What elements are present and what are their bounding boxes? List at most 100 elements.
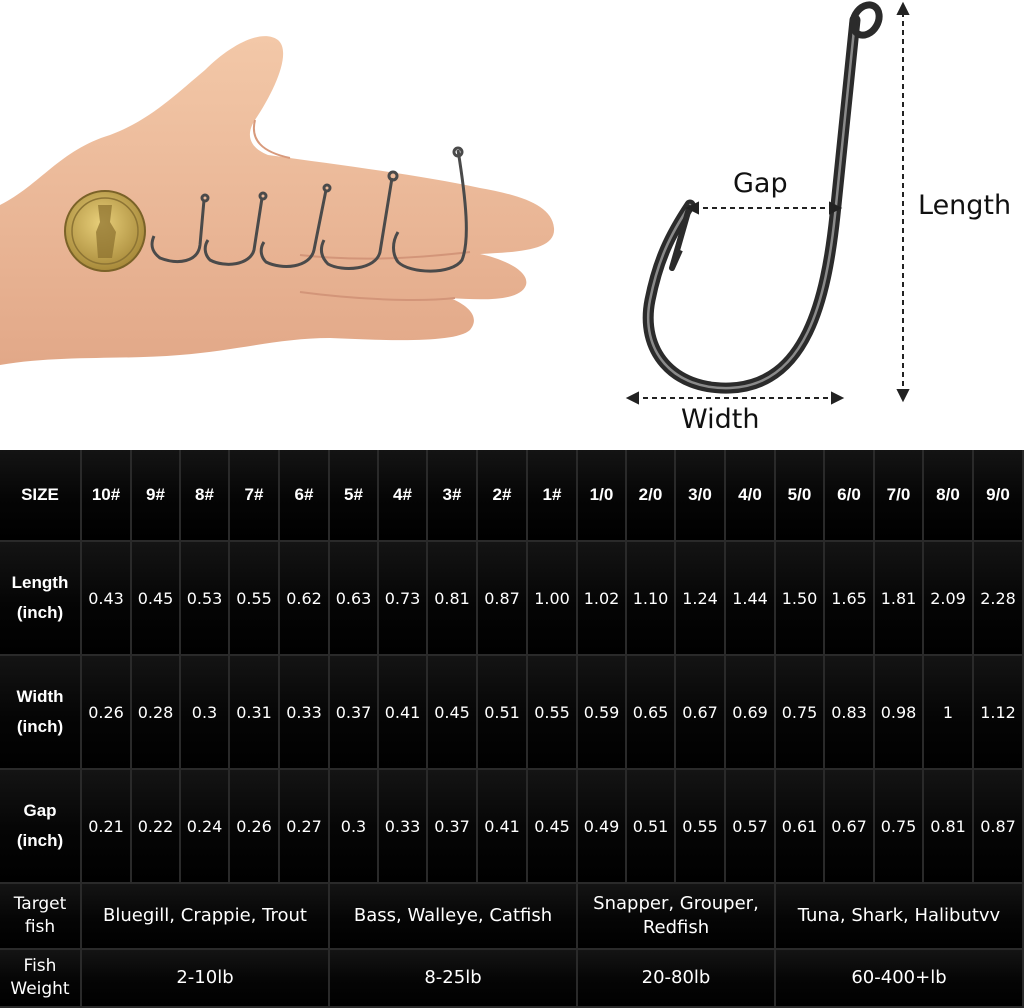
target-fish-cell: Tuna, Shark, Halibutvv bbox=[776, 884, 1024, 950]
fish-weight-text: 2-10lb bbox=[176, 967, 234, 988]
target-fish-text: Tuna, Shark, Halibutvv bbox=[798, 904, 1000, 928]
size-column-header: 2/0 bbox=[627, 450, 676, 542]
table-cell: 1 bbox=[924, 656, 974, 770]
row-header-text-line2: (inch) bbox=[16, 717, 64, 736]
table-cell-value: 0.75 bbox=[781, 702, 818, 722]
table-cell: 0.45 bbox=[132, 542, 181, 656]
table-cell: 0.67 bbox=[676, 656, 726, 770]
table-cell-value: 0.51 bbox=[632, 816, 669, 836]
table-cell-value: 0.45 bbox=[137, 588, 174, 608]
table-cell: 0.55 bbox=[676, 770, 726, 884]
target-fish-header-text: Target fish bbox=[14, 893, 67, 939]
target-fish-header-text-line1: Target bbox=[13, 894, 67, 914]
table-cell: 0.41 bbox=[379, 656, 428, 770]
dimension-lines bbox=[625, 1, 910, 405]
table-cell-value: 0.81 bbox=[434, 588, 470, 608]
table-cell-value: 2.28 bbox=[980, 588, 1016, 608]
target-fish-text-line1: Snapper, Grouper, bbox=[593, 893, 759, 914]
table-cell-value: 0.62 bbox=[286, 588, 322, 608]
row-header-cell: Length (inch) bbox=[0, 542, 82, 656]
width-label: Width bbox=[681, 404, 760, 435]
size-column-label: 2/0 bbox=[638, 485, 663, 504]
size-column-header: 5# bbox=[330, 450, 379, 542]
table-cell-value: 1.65 bbox=[831, 588, 867, 608]
table-cell: 0.81 bbox=[924, 770, 974, 884]
table-cell-value: 0.73 bbox=[384, 588, 421, 608]
hand-and-hook-illustration bbox=[0, 1, 910, 405]
target-fish-text-line2: Redfish bbox=[642, 917, 710, 938]
size-column-header: 4# bbox=[379, 450, 428, 542]
size-column-label: 6/0 bbox=[837, 485, 861, 504]
target-fish-header-text-line2: fish bbox=[24, 917, 56, 937]
fish-weight-text: 20-80lb bbox=[641, 967, 711, 988]
table-cell: 2.28 bbox=[974, 542, 1024, 656]
table-cell-value: 0.69 bbox=[732, 702, 768, 722]
size-header-text: SIZE bbox=[21, 485, 59, 504]
table-cell: 0.55 bbox=[230, 542, 280, 656]
size-column-header: 7# bbox=[230, 450, 280, 542]
table-cell: 0.61 bbox=[776, 770, 825, 884]
size-column-label: 1# bbox=[542, 485, 562, 504]
table-cell: 0.67 bbox=[825, 770, 875, 884]
table-cell: 0.45 bbox=[528, 770, 578, 884]
size-column-label: 1/0 bbox=[589, 485, 614, 504]
table-cell-value: 0.37 bbox=[434, 816, 470, 836]
table-cell: 0.49 bbox=[578, 770, 627, 884]
length-label: Length bbox=[918, 190, 1012, 221]
row-header-text-line2: (inch) bbox=[16, 603, 64, 622]
table-cell-value: 0.49 bbox=[583, 816, 620, 836]
table-cell-value: 0.65 bbox=[632, 702, 669, 722]
table-cell: 0.65 bbox=[627, 656, 676, 770]
table-cell: 0.87 bbox=[478, 542, 528, 656]
table-cell: 0.59 bbox=[578, 656, 627, 770]
target-fish-cell: Snapper, Grouper, Redfish bbox=[578, 884, 776, 950]
table-cell-value: 1.12 bbox=[980, 702, 1016, 722]
target-fish-cell: Bluegill, Crappie, Trout bbox=[82, 884, 330, 950]
table-cell-value: 0.22 bbox=[137, 816, 174, 836]
size-column-label: 4/0 bbox=[738, 485, 762, 504]
table-cell: 0.26 bbox=[230, 770, 280, 884]
fish-weight-cell: 60-400+lb bbox=[776, 950, 1024, 1008]
table-cell: 1.00 bbox=[528, 542, 578, 656]
table-cell-value: 0.31 bbox=[236, 702, 272, 722]
row-header-text-line1: Length bbox=[11, 573, 69, 592]
table-cell-value: 0.33 bbox=[384, 816, 421, 836]
table-cell-value: 0.24 bbox=[186, 816, 223, 836]
size-column-header: 9/0 bbox=[974, 450, 1024, 542]
size-column-header: 7/0 bbox=[875, 450, 924, 542]
table-cell-value: 0.37 bbox=[335, 702, 372, 722]
table-cell-value: 2.09 bbox=[930, 588, 966, 608]
table-cell-value: 1.44 bbox=[732, 588, 768, 608]
fish-weight-text: 8-25lb bbox=[424, 967, 482, 988]
table-cell-value: 0.43 bbox=[88, 588, 124, 608]
table-cell-value: 0.41 bbox=[484, 816, 520, 836]
fish-weight-cell: 2-10lb bbox=[82, 950, 330, 1008]
table-cell: 0.41 bbox=[478, 770, 528, 884]
size-column-label: 5/0 bbox=[787, 485, 812, 504]
row-header-text-line1: Width bbox=[16, 687, 64, 706]
table-cell-value: 0.51 bbox=[484, 702, 520, 722]
table-cell: 0.83 bbox=[825, 656, 875, 770]
table-cell-value: 0.53 bbox=[186, 588, 223, 608]
table-cell: 0.26 bbox=[82, 656, 132, 770]
table-cell-value: 0.83 bbox=[831, 702, 867, 722]
table-cell: 0.45 bbox=[428, 656, 478, 770]
size-column-header: 6/0 bbox=[825, 450, 875, 542]
table-cell: 0.73 bbox=[379, 542, 428, 656]
target-fish-cell: Bass, Walleye, Catfish bbox=[330, 884, 578, 950]
table-cell: 0.87 bbox=[974, 770, 1024, 884]
table-cell-value: 0.27 bbox=[286, 816, 322, 836]
row-header-text-line1: Gap bbox=[23, 801, 57, 820]
target-fish-text: Snapper, Grouper, Redfish bbox=[593, 892, 759, 940]
table-cell: 0.21 bbox=[82, 770, 132, 884]
table-cell-value: 0.55 bbox=[236, 588, 272, 608]
row-header-cell: Gap(inch) bbox=[0, 770, 82, 884]
table-cell-value: 1.02 bbox=[583, 588, 620, 608]
table-cell-value: 0.67 bbox=[831, 816, 867, 836]
size-column-label: 3/0 bbox=[688, 485, 712, 504]
table-cell: 0.75 bbox=[776, 656, 825, 770]
size-column-label: 10# bbox=[91, 485, 121, 504]
table-cell: 0.43 bbox=[82, 542, 132, 656]
